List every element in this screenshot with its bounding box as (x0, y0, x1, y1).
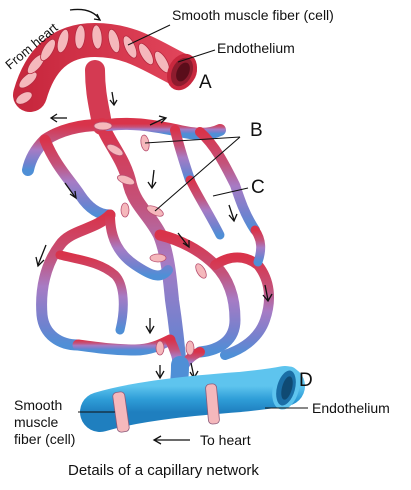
caption: Details of a capillary network (68, 462, 259, 479)
label-smooth-muscle-bottom-2: muscle (14, 414, 59, 430)
flow-arrows (35, 8, 273, 445)
leader-lines (78, 24, 308, 413)
arteriole-muscle-bands (15, 24, 170, 105)
label-smooth-muscle-top: Smooth muscle fiber (cell) (172, 7, 334, 23)
label-a: A (199, 72, 212, 93)
label-c: C (251, 177, 265, 198)
label-endothelium-top: Endothelium (217, 40, 295, 56)
label-d: D (299, 370, 313, 391)
arteriole (13, 22, 198, 135)
capillary-network (22, 117, 275, 377)
venule-muscle-bands (112, 383, 220, 433)
labels: From heart Smooth muscle fiber (cell) En… (2, 7, 390, 479)
label-b: B (250, 120, 263, 141)
label-smooth-muscle-bottom-1: Smooth (14, 397, 62, 413)
label-smooth-muscle-bottom-3: fiber (cell) (14, 431, 75, 447)
venule (80, 356, 305, 433)
label-to-heart: To heart (200, 432, 251, 448)
label-endothelium-bottom: Endothelium (312, 400, 390, 416)
